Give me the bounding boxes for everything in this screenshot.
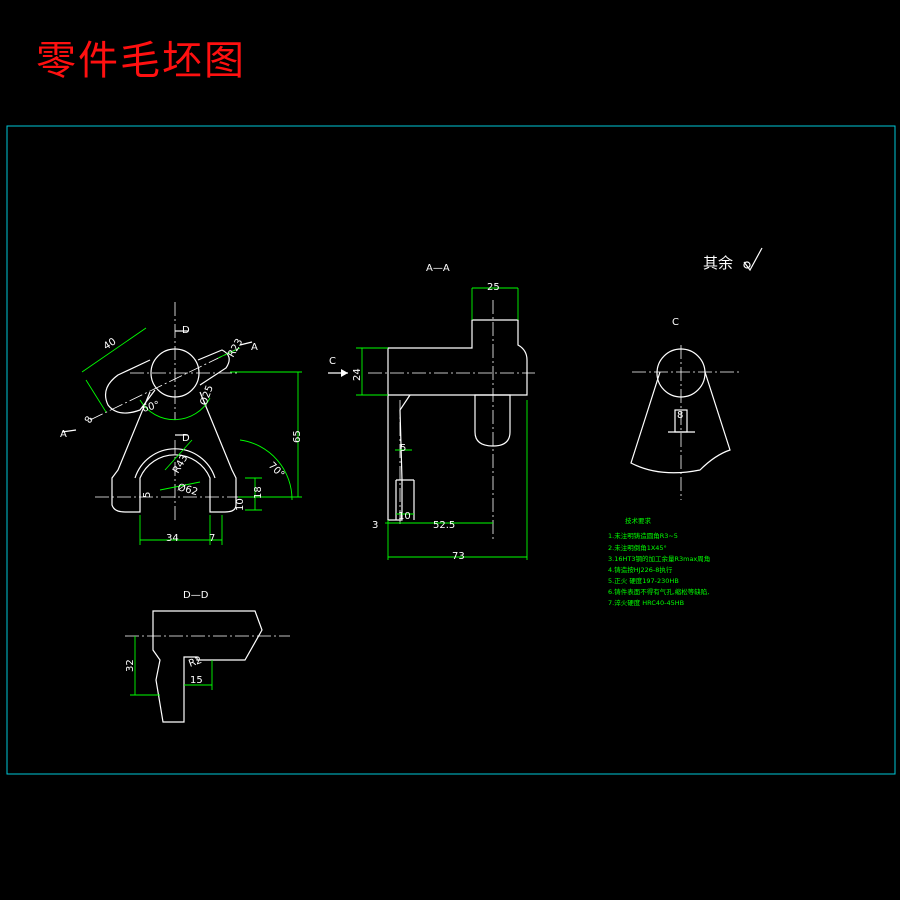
section-a-a-boss xyxy=(474,394,511,447)
dim-10-aa: 10 xyxy=(398,511,411,522)
view-c: C 8 xyxy=(630,317,742,500)
tech-note-4: 4.铸造按HJ226-8执行 xyxy=(608,565,673,574)
section-mark-a-left: A xyxy=(60,429,67,440)
dim-24: 24 xyxy=(352,368,363,381)
dim-70deg: 70° xyxy=(266,460,286,480)
section-d-d-hatched xyxy=(152,610,263,723)
dim-32: 32 xyxy=(125,659,136,672)
dim-15: 15 xyxy=(190,675,203,686)
roughness-symbol: 其余 xyxy=(703,247,763,272)
dim-10: 10 xyxy=(235,498,246,511)
dim-dia62: Ø62 xyxy=(176,481,199,498)
view-c-outline xyxy=(630,371,731,474)
dim-73: 73 xyxy=(452,551,465,562)
dim-34: 34 xyxy=(166,533,179,544)
tech-note-6: 6.铸件表面不得有气孔,缩松等缺陷, xyxy=(608,587,709,596)
view-c-mark: C xyxy=(329,356,336,367)
dim-25: 25 xyxy=(487,282,500,293)
dim-7: 7 xyxy=(209,533,215,544)
fork-body xyxy=(111,391,237,513)
section-a-a-label: A—A xyxy=(426,263,450,274)
dim-40: 40 xyxy=(102,336,119,352)
section-d-d-label: D—D xyxy=(183,590,209,601)
dim-5-aa: 5 xyxy=(400,443,406,454)
view-c-label: C xyxy=(672,317,679,328)
tech-note-5: 5.正火 硬度197-230HB xyxy=(608,576,679,585)
drawing-frame xyxy=(6,125,896,775)
tech-notes: 技术要求 1.未注明铸造圆角R3~5 2.未注明倒角1X45° 3.16HT3钢… xyxy=(608,516,710,607)
dim-5: 5 xyxy=(142,492,153,498)
dim-60deg: 60° xyxy=(141,400,161,415)
dim-8-c: 8 xyxy=(677,410,683,421)
roughness-note: 其余 xyxy=(703,254,733,272)
section-a-a: A—A 25 24 5 10 3 52.5 73 C xyxy=(328,263,535,562)
tech-note-7: 7.淬火硬度 HRC40-45HB xyxy=(608,598,684,607)
front-view: 40 8 60° Ø25 R43 R23 Ø62 5 65 70° 18 10 … xyxy=(60,302,303,545)
dim-65: 65 xyxy=(292,430,303,443)
dim-r23: R23 xyxy=(226,337,245,360)
dim-18: 18 xyxy=(253,486,264,499)
tech-note-2: 2.未注明倒角1X45° xyxy=(608,543,667,552)
section-mark-d-bottom: D xyxy=(182,433,190,444)
left-arm xyxy=(105,359,156,414)
tech-notes-heading: 技术要求 xyxy=(625,516,652,525)
right-lug xyxy=(197,349,230,386)
tech-note-1: 1.未注明铸造圆角R3~5 xyxy=(608,531,678,540)
drawing-title: 零件毛坯图 xyxy=(36,38,246,84)
section-a-a-fork xyxy=(387,394,411,521)
tech-note-3: 3.16HT3钢的加工余量R3max周角 xyxy=(608,554,710,563)
section-mark-d-top: D xyxy=(182,325,190,336)
dim-r2: R2 xyxy=(187,655,203,670)
dim-52-5: 52.5 xyxy=(433,520,455,531)
section-mark-a-right: A xyxy=(251,342,258,353)
section-a-a-hatched-body xyxy=(387,319,528,396)
dim-3: 3 xyxy=(372,520,378,531)
section-d-d: D—D 32 R2 15 xyxy=(125,590,290,723)
upper-bore xyxy=(150,348,200,398)
fork-arc xyxy=(134,448,216,479)
dim-dia25: Ø25 xyxy=(198,384,216,407)
dim-8: 8 xyxy=(83,414,96,425)
